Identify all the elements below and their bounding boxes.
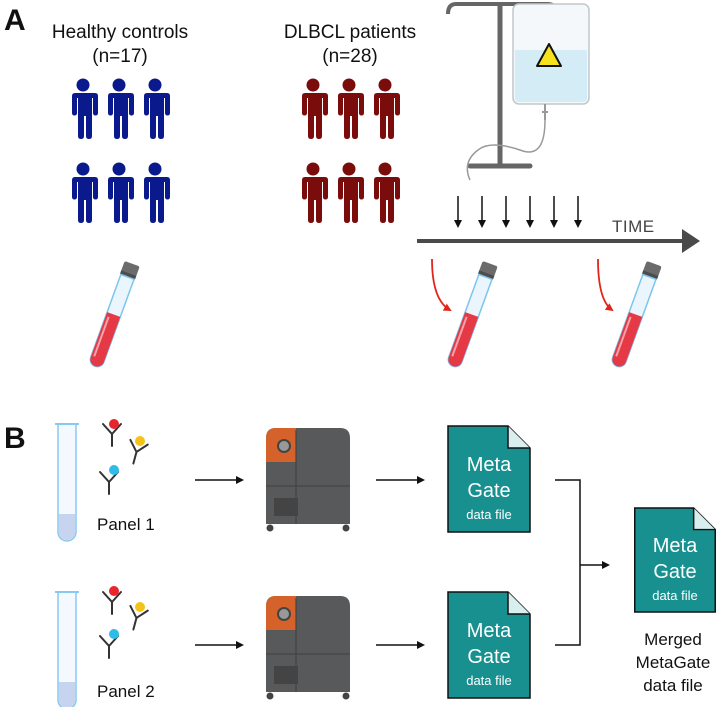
antibody-icon: [123, 436, 149, 467]
mass-cytometer-icon: [265, 595, 351, 701]
antibody-icon: [99, 465, 119, 495]
merged-caption-line2: MetaGate: [636, 653, 711, 672]
patients-group: [301, 78, 400, 223]
blood-tube-icon: [86, 260, 141, 370]
sampling-arrow: [431, 258, 452, 311]
merged-file-line1: Meta: [653, 535, 698, 557]
data-file-line3: data file: [466, 673, 512, 688]
merged-file-line2: Gate: [653, 561, 696, 583]
time-label: TIME: [612, 217, 655, 236]
person-icon: [107, 78, 134, 139]
data-file-icon: Meta Gate data file: [447, 425, 531, 533]
person-icon: [71, 78, 98, 139]
data-file-line2: Gate: [467, 646, 510, 668]
blood-tube-icon: [608, 260, 663, 370]
merged-caption-line3: data file: [643, 676, 703, 695]
time-axis-arrowhead: [682, 229, 700, 253]
blood-tube-icon: [444, 260, 499, 370]
person-icon: [373, 78, 400, 139]
sampling-arrow: [597, 258, 614, 312]
person-icon: [301, 162, 328, 223]
person-icon: [337, 78, 364, 139]
data-file-line2: Gate: [467, 480, 510, 502]
data-file-line1: Meta: [467, 620, 512, 642]
mass-cytometer-icon: [265, 427, 351, 533]
healthy-controls-group: [71, 78, 170, 223]
test-tube-icon: [54, 423, 80, 542]
patients-title: DLBCL patients: [284, 22, 416, 43]
antibody-icon: [102, 419, 122, 447]
panel-b-letter: B: [4, 422, 26, 455]
patients-count: (n=28): [322, 46, 377, 67]
healthy-controls-title: Healthy controls: [52, 22, 188, 43]
panel-1-label: Panel 1: [97, 515, 155, 534]
data-file-line1: Meta: [467, 454, 512, 476]
panel-a-letter: A: [4, 4, 26, 37]
merged-file-line3: data file: [652, 588, 698, 603]
warning-triangle-icon: [536, 43, 562, 67]
test-tube-icon: [54, 591, 80, 707]
person-icon: [71, 162, 98, 223]
antibody-icon: [99, 629, 119, 659]
healthy-controls-count: (n=17): [92, 46, 147, 67]
person-icon: [337, 162, 364, 223]
person-icon: [143, 162, 170, 223]
dose-arrows: [454, 196, 582, 228]
person-icon: [301, 78, 328, 139]
data-file-icon: Meta Gate data file: [447, 591, 531, 699]
panel-2-label: Panel 2: [97, 682, 155, 701]
antibody-icon: [102, 586, 122, 615]
iv-bag-icon: [446, 1, 590, 181]
antibody-icon: [123, 602, 149, 633]
person-icon: [373, 162, 400, 223]
merge-bracket: [555, 479, 581, 646]
person-icon: [143, 78, 170, 139]
person-icon: [107, 162, 134, 223]
merged-caption-line1: Merged: [644, 630, 702, 649]
merged-data-file-icon: Meta Gate data file: [633, 507, 717, 613]
data-file-line3: data file: [466, 507, 512, 522]
